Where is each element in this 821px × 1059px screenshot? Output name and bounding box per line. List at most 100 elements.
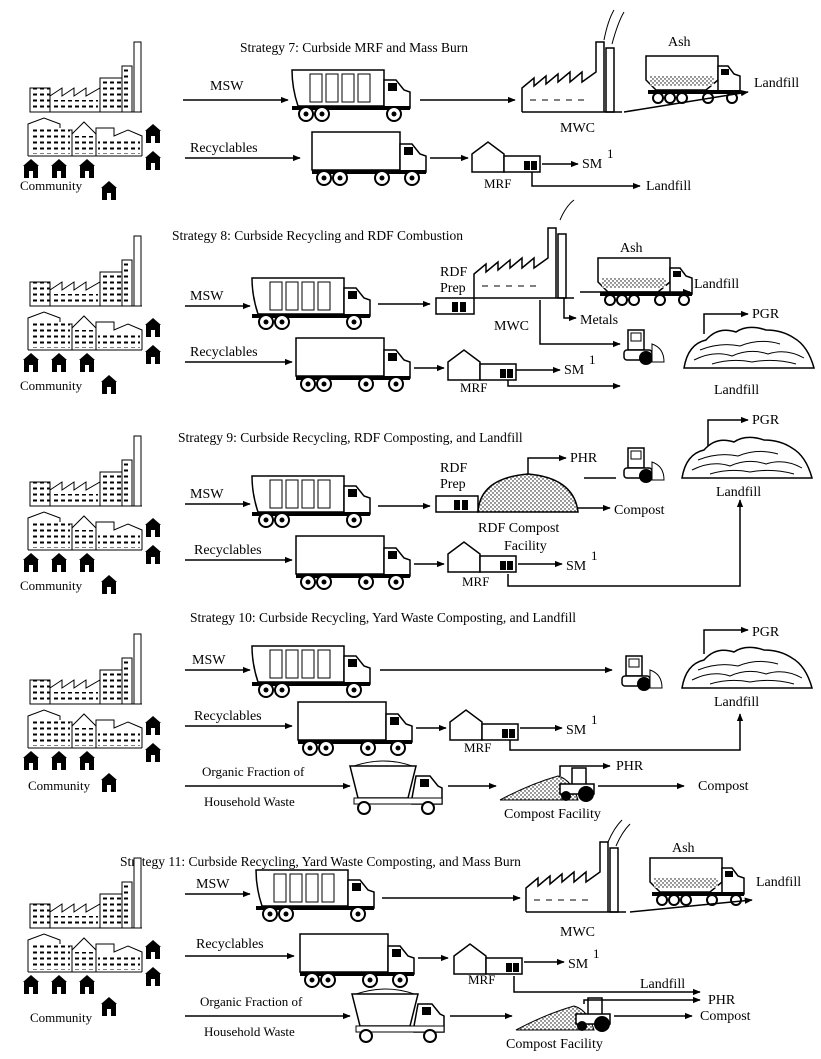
strategy-8: Strategy 8: Curbside Recycling and RDF C…: [20, 199, 815, 398]
rdf-label: RDF: [440, 265, 467, 280]
phr-label: PHR: [708, 993, 736, 1008]
community-icon: [22, 633, 162, 793]
phr-arrow: [527, 454, 567, 474]
strategy-7: Strategy 7: Curbside MRF and Mass Burn C…: [20, 9, 799, 201]
landfill-mound-icon: [681, 646, 813, 689]
compost-label: Compost: [700, 1009, 751, 1024]
mrf-landfill-arrow: [509, 713, 744, 751]
mrf-landfill-arrow: [507, 499, 744, 587]
landfill-label: Landfill: [716, 485, 761, 500]
sm-superscript: 1: [589, 352, 596, 367]
metals-arrow: [563, 298, 577, 322]
sm-label: SM: [582, 157, 603, 172]
compost-facility-label: Compost Facility: [506, 1037, 603, 1052]
facility-label-2: Facility: [504, 539, 547, 554]
pgr-arrow: [703, 626, 749, 654]
dozer-icon: [621, 655, 663, 692]
box-truck-icon: [295, 337, 411, 392]
strategy-9-title: Strategy 9: Curbside Recycling, RDF Comp…: [178, 430, 523, 445]
ash-arrow: [623, 89, 749, 113]
strategy-10: Strategy 10: Curbside Recycling, Yard Wa…: [22, 610, 813, 822]
landfill-label: Landfill: [694, 277, 739, 292]
organic-label-2: Household Waste: [204, 794, 295, 809]
landfill-label: Landfill: [754, 76, 799, 91]
recyclables-label: Recyclables: [196, 937, 264, 952]
strategy-10-title: Strategy 10: Curbside Recycling, Yard Wa…: [190, 610, 576, 625]
recyclables-label: Recyclables: [194, 543, 262, 558]
msw-label: MSW: [210, 79, 244, 94]
sm-superscript: 1: [591, 548, 598, 563]
sm-superscript: 1: [593, 946, 600, 961]
pgr-label: PGR: [752, 625, 780, 640]
community-icon: [22, 235, 162, 395]
ash-truck-icon: [597, 257, 693, 306]
recyclables-label: Recyclables: [194, 709, 262, 724]
organic-label-1: Organic Fraction of: [202, 764, 305, 779]
landfill-label: Landfill: [756, 875, 801, 890]
compost-facility-icon: [515, 997, 611, 1033]
compost-label: Compost: [614, 503, 665, 518]
landfill-label: Landfill: [714, 383, 759, 398]
packer-truck-icon: [291, 69, 411, 122]
box-truck-icon: [299, 933, 415, 988]
mwc-label: MWC: [560, 121, 595, 136]
pgr-label: PGR: [752, 307, 780, 322]
compost-label: Compost: [698, 779, 749, 794]
community-icon: [22, 857, 162, 1017]
mrf-label: MRF: [468, 972, 495, 987]
mrf-label: MRF: [464, 740, 491, 755]
mwc-plant-icon: [525, 841, 627, 913]
community-icon: [22, 435, 162, 595]
sm-superscript: 1: [591, 712, 598, 727]
box-truck-icon: [311, 131, 427, 186]
compost-facility-label: Compost Facility: [504, 807, 601, 822]
mrf-landfill-arrow: [513, 976, 701, 996]
mrf-building-icon: [471, 141, 541, 173]
community-label: Community: [20, 178, 83, 193]
mrf-label: MRF: [460, 380, 487, 395]
phr-arrow: [583, 996, 701, 1004]
recyclables-label: Recyclables: [190, 345, 258, 360]
metals-label: Metals: [580, 313, 618, 328]
landfill-label: Landfill: [646, 179, 691, 194]
box-truck-icon: [297, 701, 413, 756]
landfill-label: Landfill: [640, 977, 685, 992]
pgr-label: PGR: [752, 413, 780, 428]
msw-label: MSW: [190, 289, 224, 304]
sm-label: SM: [564, 363, 585, 378]
bin-truck-icon: [351, 988, 445, 1043]
ash-label: Ash: [620, 241, 643, 256]
organic-label-2: Household Waste: [204, 1024, 295, 1039]
dozer-icon: [623, 447, 665, 484]
pgr-arrow: [703, 310, 749, 334]
ash-arrow: [629, 897, 753, 913]
facility-label-1: RDF Compost: [478, 521, 559, 536]
strategy-8-title: Strategy 8: Curbside Recycling and RDF C…: [172, 228, 463, 243]
organic-label-1: Organic Fraction of: [200, 994, 303, 1009]
packer-truck-icon: [251, 475, 371, 528]
community-label: Community: [20, 378, 83, 393]
ash-label: Ash: [668, 35, 691, 50]
msw-label: MSW: [190, 487, 224, 502]
strategy-9: Strategy 9: Curbside Recycling, RDF Comp…: [20, 413, 813, 595]
community-label: Community: [20, 578, 83, 593]
compost-dome-icon: [477, 473, 579, 513]
mrf-building-icon: [453, 943, 523, 975]
mrf-building-icon: [447, 349, 517, 381]
mwc-residue-arrow: [539, 300, 621, 348]
mrf-landfill-arrow: [507, 380, 621, 390]
mrf-label: MRF: [462, 574, 489, 589]
phr-label: PHR: [616, 759, 644, 774]
prep-label: Prep: [440, 477, 466, 492]
phr-label: PHR: [570, 451, 598, 466]
landfill-mound-icon: [681, 436, 813, 479]
sm-label: SM: [568, 957, 589, 972]
packer-truck-icon: [251, 277, 371, 330]
strategy-11-title: Strategy 11: Curbside Recycling, Yard Wa…: [120, 854, 521, 869]
dozer-icon: [623, 329, 665, 366]
mwc-plant-icon: [521, 41, 623, 113]
bin-truck-icon: [349, 760, 443, 815]
community-label: Community: [28, 778, 91, 793]
mwc-label: MWC: [560, 925, 595, 940]
